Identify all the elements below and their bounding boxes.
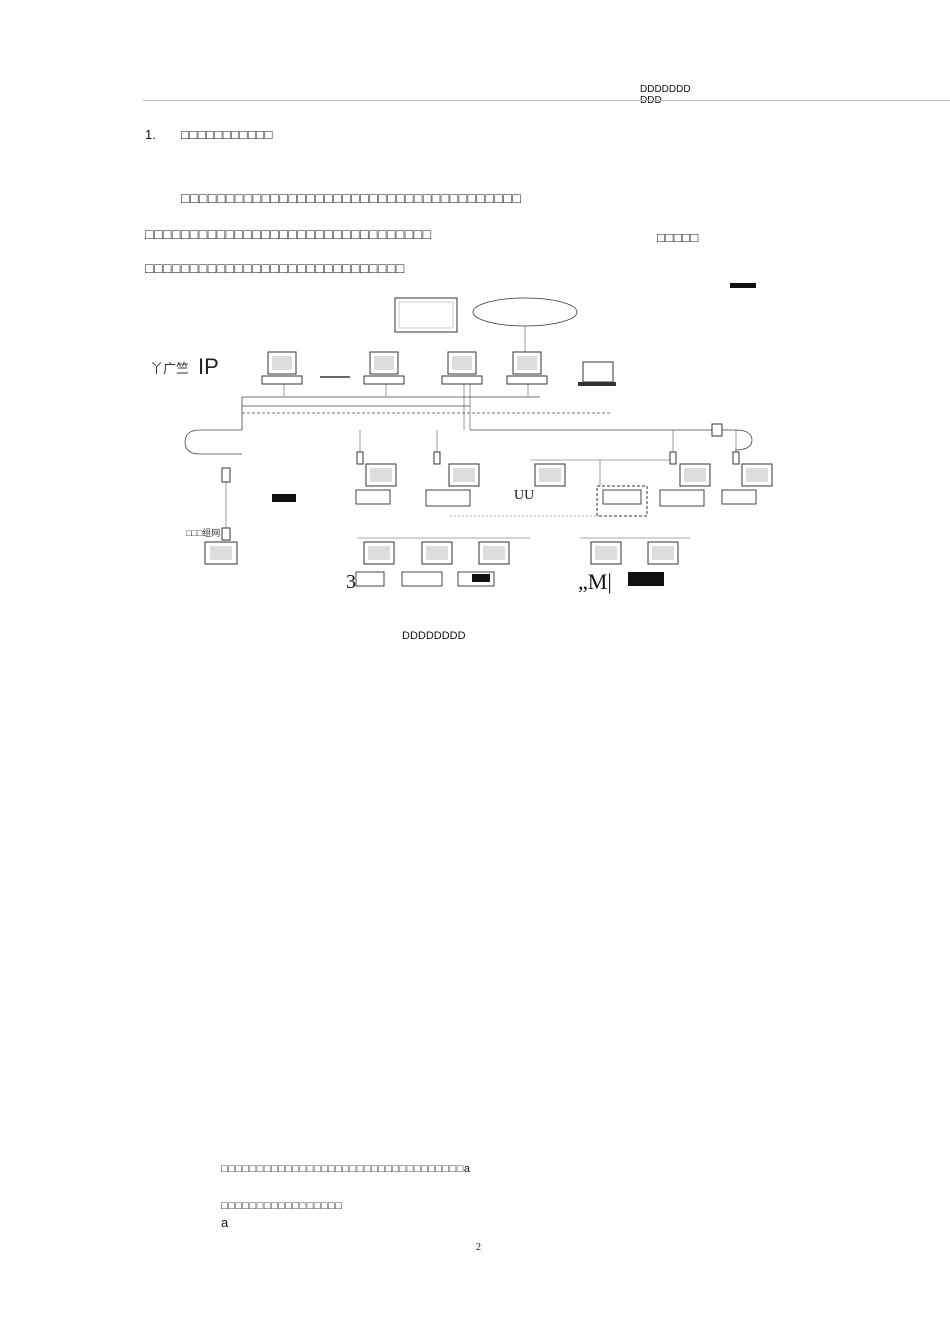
figure-label-mid-c: „M| xyxy=(578,569,612,594)
header-rule xyxy=(143,100,950,101)
figure-label-mid-a: UU xyxy=(514,488,535,503)
footnote-2: □□□□□□□□□□□□□□□□□ xyxy=(221,1200,343,1212)
field-station-3 xyxy=(534,463,648,517)
network-diagram xyxy=(184,283,773,587)
paragraph-line-3: □□□□□□□□□□□□□□□□□□□□□□□□□□□□□ xyxy=(145,260,405,276)
workstation-4 xyxy=(506,351,548,385)
ring-left xyxy=(184,429,242,455)
field-station-1 xyxy=(355,451,397,505)
ring-right xyxy=(470,429,753,451)
figure-label-left-small: □□□组网 xyxy=(186,528,221,538)
field-station-6 xyxy=(355,541,395,587)
field-station-5 xyxy=(721,451,773,505)
large-display xyxy=(394,297,458,333)
footnote-2-tail: a xyxy=(221,1215,229,1230)
field-station-8 xyxy=(457,541,510,587)
paragraph-line-1: □□□□□□□□□□□□□□□□□□□□□□□□□□□□□□□□□□□□□□ xyxy=(181,190,522,206)
figure-caption: DDDDDDDD xyxy=(402,630,466,642)
paragraph-line-2-right: □□□□□ xyxy=(657,230,699,245)
header-line-1: DDDDDDD xyxy=(640,84,691,95)
workstation-3 xyxy=(441,351,483,385)
footnote-1: □□□□□□□□□□□□□□□□□□□□□□□□□□□□□□□□□□a xyxy=(221,1163,471,1175)
workstation-2 xyxy=(363,351,405,385)
field-station-7 xyxy=(401,541,453,587)
page-number: 2 xyxy=(476,1242,481,1253)
field-station-9 xyxy=(590,541,622,565)
laptop xyxy=(578,361,616,386)
section-title: □□□□□□□□□□□ xyxy=(181,127,273,142)
figure-label-ip: IP xyxy=(198,354,219,379)
field-station-4 xyxy=(659,451,711,507)
paragraph-line-2: □□□□□□□□□□□□□□□□□□□□□□□□□□□□□□□□ xyxy=(145,226,432,242)
workstation-1 xyxy=(261,351,303,385)
field-station-10 xyxy=(628,541,679,586)
cloud-network xyxy=(472,297,578,327)
field-station-2 xyxy=(425,451,480,507)
figure-label-mid-b: 3 xyxy=(346,571,356,593)
section-number: 1. xyxy=(145,127,156,142)
figure-label-left: 丫广竺 xyxy=(150,361,190,376)
